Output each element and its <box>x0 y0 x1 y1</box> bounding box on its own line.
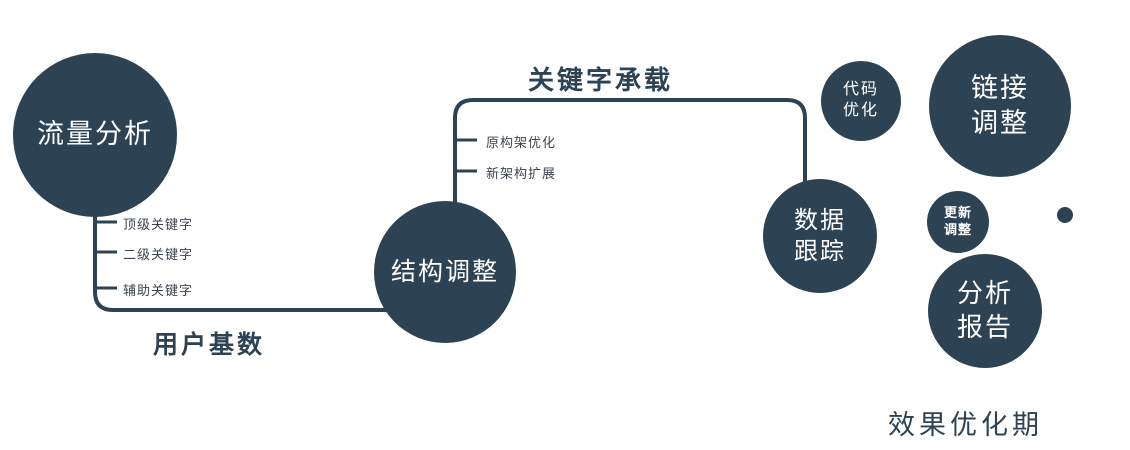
branch-label-original-structure: 原构架优化 <box>486 135 557 150</box>
node-code-optimization-line2: 优化 <box>842 102 879 119</box>
node-structure-adjustment-label: 结构调整 <box>390 257 499 286</box>
node-traffic-analysis: 流量分析 <box>13 53 177 217</box>
node-link-adjustment: 链接 调整 <box>929 35 1071 177</box>
node-data-tracking-line2: 跟踪 <box>794 238 846 265</box>
node-code-optimization: 代码 优化 <box>821 61 901 141</box>
branch-label-new-structure: 新架构扩展 <box>486 166 557 181</box>
node-structure-adjustment: 结构调整 <box>374 201 516 343</box>
footer-label-effect-optimization: 效果优化期 <box>888 410 1043 440</box>
edge-label-user-base: 用户基数 <box>153 331 266 359</box>
node-update-adjustment: 更新 调整 <box>927 191 989 253</box>
edge-label-keyword-carry: 关键字承载 <box>528 65 674 95</box>
branch-label-top-keyword: 顶级关键字 <box>123 217 194 232</box>
node-update-adjustment-line1: 更新 <box>943 205 972 221</box>
connector-structure-to-tracking <box>453 98 807 230</box>
node-update-adjustment-line2: 调整 <box>943 222 972 237</box>
node-analysis-report-line1: 分析 <box>956 278 1013 309</box>
node-link-adjustment-line1: 链接 <box>971 72 1029 103</box>
node-code-optimization-line1: 代码 <box>842 81 879 99</box>
node-data-tracking: 数据 跟踪 <box>763 179 877 293</box>
node-analysis-report: 分析 报告 <box>928 254 1042 368</box>
branch-label-aux-keyword: 辅助关键字 <box>123 283 194 298</box>
connector-traffic-to-structure <box>93 160 420 312</box>
node-link-adjustment-line2: 调整 <box>971 108 1029 138</box>
node-data-tracking-line1: 数据 <box>794 206 846 234</box>
node-traffic-analysis-label: 流量分析 <box>37 119 153 150</box>
branch-label-second-keyword: 二级关键字 <box>123 247 194 262</box>
node-analysis-report-line2: 报告 <box>956 312 1013 342</box>
dot-marker <box>1057 207 1073 223</box>
